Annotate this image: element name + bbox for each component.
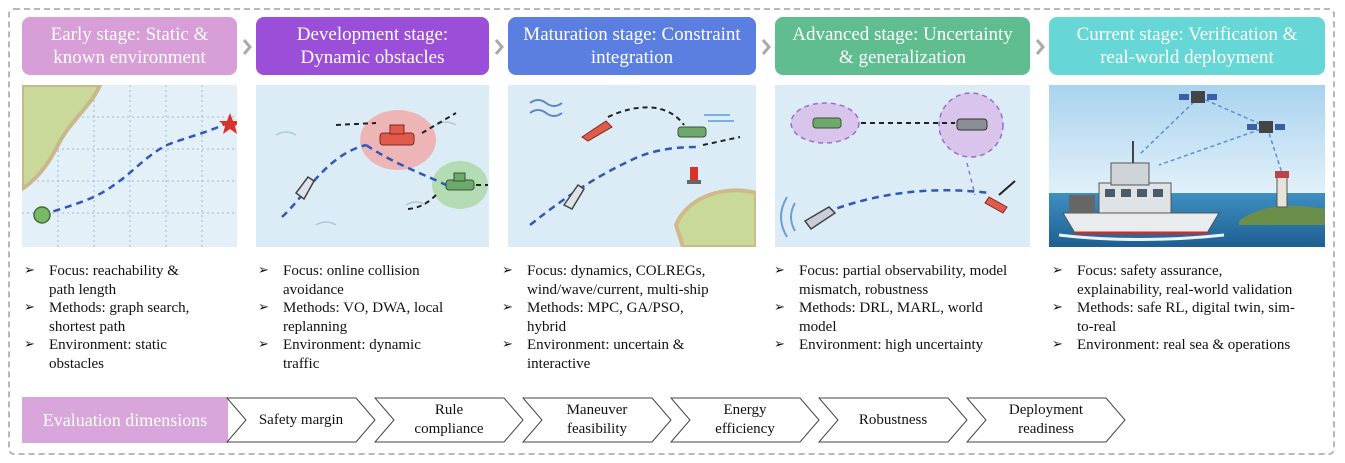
bullet-marker-icon: ➢ xyxy=(1052,300,1063,315)
evaluation-item-line2: compliance xyxy=(414,421,484,437)
stage-title-line2: & generalization xyxy=(838,47,967,68)
illustration-real-world xyxy=(1049,85,1325,247)
lighthouse-icon xyxy=(1275,171,1289,208)
stage-title-line2: integration xyxy=(590,47,674,68)
stage-title-line1: Maturation stage: Constraint xyxy=(523,24,741,45)
evaluation-item-line2: readiness xyxy=(1018,421,1074,437)
evaluation-item-line1: Rule xyxy=(434,402,464,418)
green-ship-icon xyxy=(445,172,475,191)
bullet-marker-icon: ➢ xyxy=(258,300,269,315)
evaluation-item-line2: efficiency xyxy=(715,421,775,437)
chevron-right-icon xyxy=(242,39,252,55)
wave-icon xyxy=(529,99,563,117)
own-ship-icon xyxy=(803,206,837,231)
own-ship-icon xyxy=(562,183,586,210)
bullet-marker-icon: ➢ xyxy=(502,300,513,315)
red-ship-icon xyxy=(984,196,1008,214)
green-ship-icon xyxy=(677,126,707,138)
goal-star-icon xyxy=(219,113,237,134)
stage-header-current: Current stage: Verification &real-world … xyxy=(1049,17,1325,75)
evaluation-item-line2: feasibility xyxy=(567,421,627,437)
satellite-icon xyxy=(1247,121,1285,133)
bullet-environment: ➢Environment: uncertain &interactive xyxy=(502,337,685,372)
diagram-frame xyxy=(8,8,1335,455)
chevron-right-icon xyxy=(1035,39,1045,55)
dark-ship-icon xyxy=(956,118,988,131)
illustration-dynamic-obstacles xyxy=(256,85,489,247)
own-ship-icon xyxy=(294,175,315,201)
bullet-marker-icon: ➢ xyxy=(774,300,785,315)
bullet-methods: ➢Methods: safe RL, digital twin, sim-to-… xyxy=(1052,300,1295,335)
bullet-marker-icon: ➢ xyxy=(24,337,35,352)
evaluation-item-line1: Energy xyxy=(723,402,767,418)
satellite-icon xyxy=(1179,91,1217,103)
green-ship-icon xyxy=(812,117,842,129)
bullet-marker-icon: ➢ xyxy=(258,263,269,278)
bullet-marker-icon: ➢ xyxy=(774,337,785,352)
stage-title-line2: real-world deployment xyxy=(1100,47,1274,68)
evaluation-item-energy-efficiency: Energy efficiency xyxy=(670,397,820,443)
stage-title-line2: known environment xyxy=(53,47,206,68)
evaluation-item-deployment-readiness: Deployment readiness xyxy=(966,397,1126,443)
evaluation-item-line1: Deployment xyxy=(1008,402,1084,418)
bullet-marker-icon: ➢ xyxy=(502,337,513,352)
evaluation-item-line1: Maneuver xyxy=(566,402,628,418)
bullet-focus: ➢Focus: safety assurance,explainability,… xyxy=(1052,263,1293,298)
bullet-methods: ➢Methods: graph search,shortest path xyxy=(24,300,190,335)
stage-bullets-maturation: ➢Focus: dynamics, COLREGs,wind/wave/curr… xyxy=(500,262,762,373)
land-mass xyxy=(22,85,103,192)
signal-icon xyxy=(780,196,796,238)
stage-title-line1: Current stage: Verification & xyxy=(1076,24,1298,45)
illustration-static-map xyxy=(22,85,237,247)
bullet-marker-icon: ➢ xyxy=(502,263,513,278)
evaluation-item-maneuver-feasibility: Maneuver feasibility xyxy=(522,397,672,443)
bullet-methods: ➢Methods: MPC, GA/PSO,hybrid xyxy=(502,300,684,335)
bullet-marker-icon: ➢ xyxy=(258,337,269,352)
bullet-marker-icon: ➢ xyxy=(24,263,35,278)
stage-header-early: Early stage: Static &known environment xyxy=(22,17,237,75)
bullet-marker-icon: ➢ xyxy=(774,263,785,278)
bullet-marker-icon: ➢ xyxy=(24,300,35,315)
evaluation-item-line1: Robustness xyxy=(858,411,928,428)
start-point xyxy=(33,206,51,224)
stage-header-advanced: Advanced stage: Uncertainty& generalizat… xyxy=(775,17,1030,75)
evaluation-item-robustness: Robustness xyxy=(818,397,968,443)
bullet-environment: ➢Environment: real sea & operations xyxy=(1052,337,1291,353)
stage-title-line1: Advanced stage: Uncertainty xyxy=(792,24,1013,45)
red-ship-icon xyxy=(379,124,415,146)
stage-title-line1: Early stage: Static & xyxy=(50,24,209,45)
stage-title-line2: Dynamic obstacles xyxy=(300,47,445,68)
vessel-icon xyxy=(1062,141,1220,235)
island xyxy=(1239,205,1325,225)
illustration-uncertainty xyxy=(775,85,1030,247)
bullet-focus: ➢Focus: dynamics, COLREGs,wind/wave/curr… xyxy=(502,263,709,298)
evaluation-item-line1: Safety margin xyxy=(258,411,344,428)
stage-header-development: Development stage:Dynamic obstacles xyxy=(256,17,489,75)
illustration-constraints xyxy=(508,85,756,247)
evaluation-item-rule-compliance: Rule compliance xyxy=(374,397,524,443)
island xyxy=(673,188,756,247)
evaluation-item-safety-margin: Safety margin xyxy=(226,397,376,443)
evaluation-dimensions-label: Evaluation dimensions xyxy=(22,397,228,443)
stage-bullets-current: ➢Focus: safety assurance,explainability,… xyxy=(1050,262,1335,355)
chevron-right-icon xyxy=(494,39,504,55)
bullet-marker-icon: ➢ xyxy=(1052,263,1063,278)
stage-title-line1: Development stage: xyxy=(296,24,449,45)
buoy-icon xyxy=(687,167,701,184)
bullet-marker-icon: ➢ xyxy=(1052,337,1063,352)
bullet-environment: ➢Environment: high uncertainty xyxy=(774,337,984,353)
red-ship-icon xyxy=(581,120,613,142)
chevron-right-icon xyxy=(761,39,771,55)
stage-bullets-early: ➢Focus: reachability &path length ➢Metho… xyxy=(22,262,247,373)
bullet-focus: ➢Focus: reachability &path length xyxy=(24,263,179,298)
